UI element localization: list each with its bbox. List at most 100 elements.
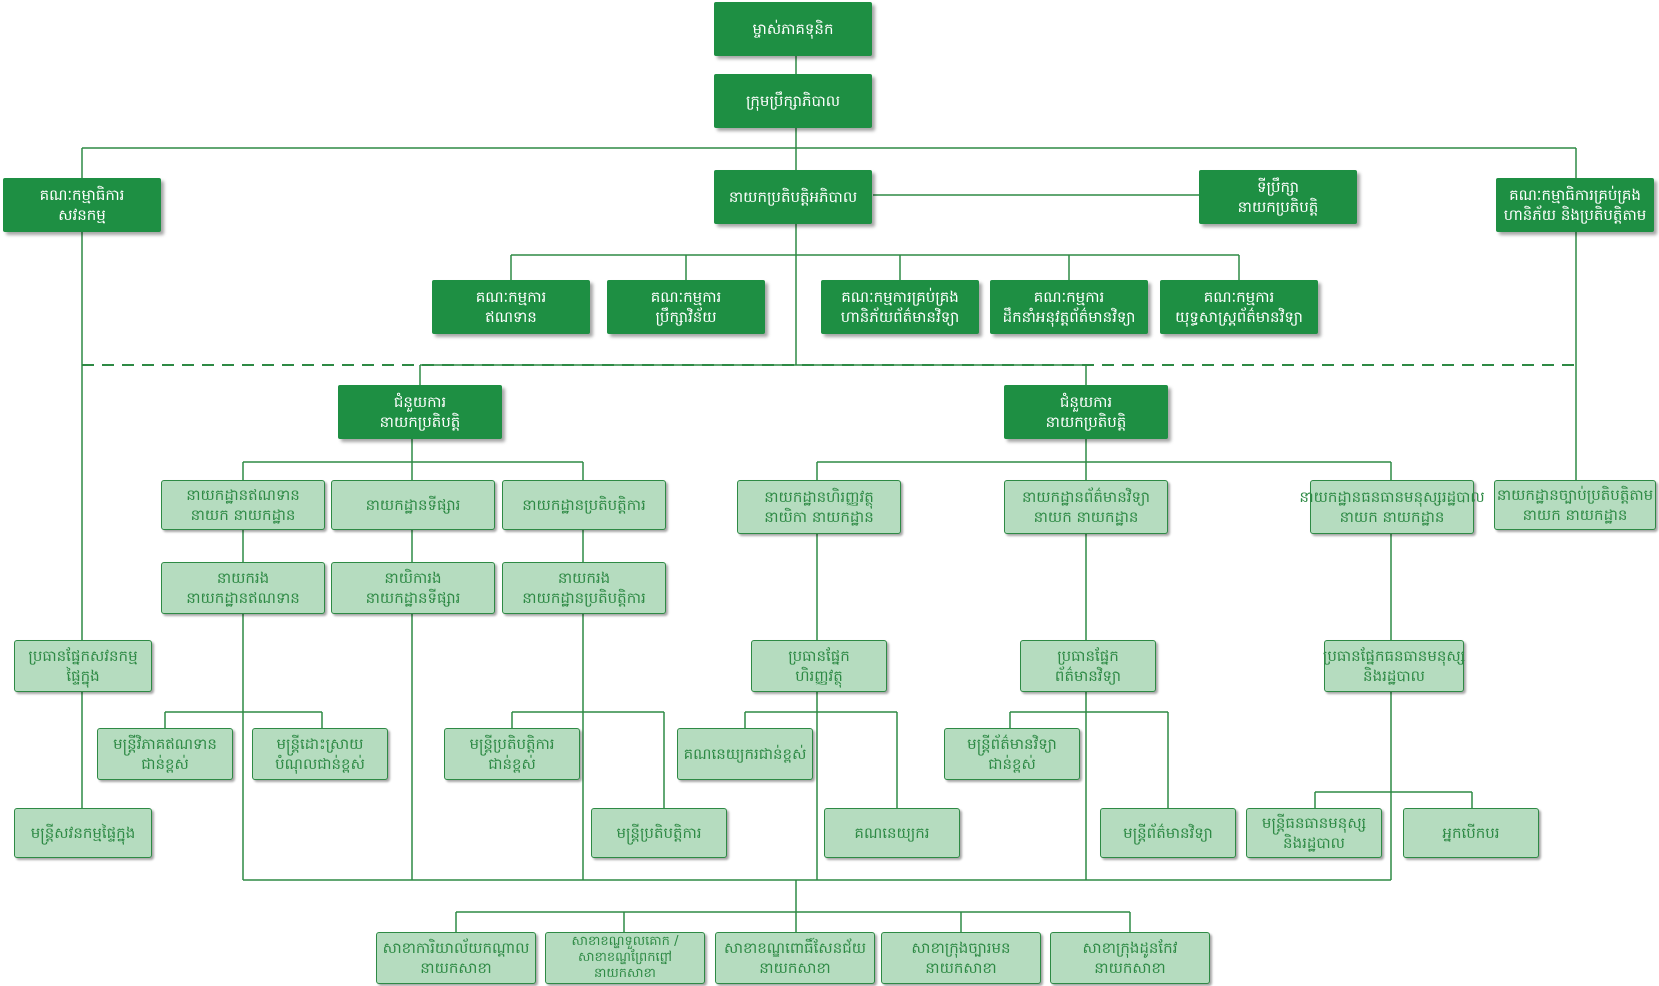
node-label-line: បំណុលជាន់ខ្ពស់ — [275, 755, 365, 773]
node-market-deputy: នាយិការងនាយកដ្ឋានទីផ្សារ — [331, 562, 495, 614]
node-market-dept: នាយកដ្ឋានទីផ្សារ — [331, 480, 495, 530]
node-label-line: ផ្ទៃក្នុង — [66, 667, 100, 685]
node-branch-4: សាខាក្រុងច្បារមននាយកសាខា — [881, 932, 1041, 984]
node-senior-it-officer: មន្ត្រីព័ត៌មានវិទ្យាជាន់ខ្ពស់ — [944, 728, 1080, 780]
node-credit-dept: នាយកដ្ឋានឥណទាននាយក នាយកដ្ឋាន — [161, 480, 325, 530]
node-label-line: ឥណទាន — [485, 308, 537, 326]
node-ops-officer: មន្ត្រីប្រតិបត្តិការ — [591, 808, 727, 858]
node-label-line: គណៈកម្មការ — [475, 288, 547, 306]
node-label-line: នាយកប្រតិបត្តិ — [1237, 198, 1319, 216]
node-branch-head-office: សាខាការិយាល័យកណ្តាលនាយកសាខា — [376, 932, 536, 984]
node-internal-audit-officer: មន្ត្រីសវនកម្មផ្ទៃក្នុង — [14, 808, 152, 858]
node-label-line: ម្ចាស់ភាគទុនិក — [752, 20, 834, 38]
node-label-line: នាយក នាយកដ្ឋាន — [1339, 508, 1445, 526]
node-label-line: នាយកដ្ឋានឥណទាន — [186, 486, 300, 504]
node-label-line: យុទ្ធសាស្ត្រព័ត៌មានវិទ្យា — [1175, 308, 1303, 326]
node-label-line: ហានិភ័យព័ត៌មានវិទ្យា — [840, 308, 960, 326]
node-advisory-committee: គណៈកម្មការប្រឹក្សាវិន័យ — [607, 280, 765, 334]
node-label-line: មន្ត្រីសវនកម្មផ្ទៃក្នុង — [30, 824, 136, 842]
node-board: ក្រុមប្រឹក្សាភិបាល — [714, 74, 872, 128]
node-label-line: គណនេយ្យករជាន់ខ្ពស់ — [683, 745, 807, 763]
node-operations-dept: នាយកដ្ឋានប្រតិបត្តិការ — [502, 480, 666, 530]
node-label-line: គណៈកម្មការ — [650, 288, 722, 306]
node-risk-committee: គណៈកម្មាធិការគ្រប់គ្រងហានិភ័យ និងប្រតិបត… — [1496, 178, 1654, 232]
node-driver: អ្នកបើកបរ — [1403, 808, 1539, 858]
node-debt-recovery: មន្ត្រីដោះស្រាយបំណុលជាន់ខ្ពស់ — [252, 728, 388, 780]
node-branch-2: សាខាខណ្ឌទួលគោក /សាខាខណ្ឌព្រែកព្នៅនាយកសាខ… — [545, 932, 705, 984]
node-label-line: ហិរញ្ញវត្ថុ — [795, 667, 843, 685]
node-label-line: និងរដ្ឋបាល — [1363, 667, 1425, 685]
node-label-line: នាយកដ្ឋានប្រតិបត្តិការ — [522, 496, 646, 514]
node-label-line: ទីប្រឹក្សា — [1256, 178, 1300, 196]
node-compliance-dept: នាយកដ្ឋានច្បាប់ប្រតិបត្តិតាមនាយក នាយកដ្ឋ… — [1494, 480, 1656, 530]
node-label-line: នាយកដ្ឋានច្បាប់ប្រតិបត្តិតាម — [1496, 486, 1654, 504]
node-label-line: នាយកដ្ឋានឥណទាន — [186, 589, 300, 607]
node-hr-officer: មន្ត្រីធនធានមនុស្សនិងរដ្ឋបាល — [1246, 808, 1382, 858]
node-label-line: សាខាក្រុងច្បារមន — [911, 939, 1011, 957]
node-label-line: នាយិកា នាយកដ្ឋាន — [764, 508, 874, 526]
node-label-line: នាយក នាយកដ្ឋាន — [1522, 506, 1628, 524]
node-label-line: សវនកម្ម — [58, 206, 106, 224]
node-label-line: នាយកដ្ឋានប្រតិបត្តិការ — [522, 589, 646, 607]
node-label-line: នាយកដ្ឋានទីផ្សារ — [365, 589, 461, 607]
node-branch-3: សាខាខណ្ឌពោធិ៍សែនជ័យនាយកសាខា — [715, 932, 875, 984]
node-label-line: គណៈកម្មការ — [1033, 288, 1105, 306]
node-it-strategy-committee: គណៈកម្មការយុទ្ធសាស្ត្រព័ត៌មានវិទ្យា — [1160, 280, 1318, 334]
node-it-steering-committee: គណៈកម្មការដឹកនាំអនុវត្តព័ត៌មានវិទ្យា — [990, 280, 1148, 334]
node-deputy-ceo-2: ជំនួយការនាយកប្រតិបត្តិ — [1004, 385, 1168, 439]
node-label-line: នាយិការង — [384, 569, 442, 587]
node-internal-audit-head: ប្រធានផ្នែកសវនកម្មផ្ទៃក្នុង — [14, 640, 152, 692]
node-hr-head: ប្រធានផ្នែកធនធានមនុស្សនិងរដ្ឋបាល — [1323, 640, 1465, 692]
node-credit-analyst: មន្ត្រីវិភាគឥណទានជាន់ខ្ពស់ — [97, 728, 233, 780]
node-ceo: នាយកប្រតិបត្តិអភិបាល — [714, 170, 872, 224]
node-label-line: ជំនួយការ — [393, 393, 447, 411]
node-label-line: គណៈកម្មការ — [1203, 288, 1275, 306]
node-label-line: នាយករង — [557, 569, 611, 587]
node-label-line: នាយកដ្ឋានទីផ្សារ — [365, 496, 461, 514]
node-label-line: ប្រធានផ្នែក — [1057, 647, 1119, 665]
node-finance-head: ប្រធានផ្នែកហិរញ្ញវត្ថុ — [751, 640, 887, 692]
node-label-line: នាយកប្រតិបត្តិ — [1045, 413, 1127, 431]
node-senior-ops-officer: មន្ត្រីប្រតិបត្តិការជាន់ខ្ពស់ — [444, 728, 580, 780]
node-audit-committee: គណៈកម្មាធិការសវនកម្ម — [3, 178, 161, 232]
node-label-line: នាយក នាយកដ្ឋាន — [1033, 508, 1139, 526]
node-it-officer: មន្ត្រីព័ត៌មានវិទ្យា — [1100, 808, 1236, 858]
node-label-line: មន្ត្រីដោះស្រាយ — [276, 735, 364, 753]
node-label-line: គណនេយ្យករ — [854, 824, 930, 842]
node-label-line: ប្រធានផ្នែកសវនកម្ម — [28, 647, 138, 665]
node-label-line: នាយកដ្ឋានធនធានមនុស្សរដ្ឋបាល — [1299, 488, 1485, 506]
node-operations-deputy: នាយករងនាយកដ្ឋានប្រតិបត្តិការ — [502, 562, 666, 614]
node-label-line: សាខាខណ្ឌពោធិ៍សែនជ័យ — [723, 939, 867, 957]
node-label-line: សាខាក្រុងដូនកែវ — [1082, 939, 1178, 957]
node-accountant: គណនេយ្យករ — [824, 808, 960, 858]
node-label-line: ក្រុមប្រឹក្សាភិបាល — [745, 92, 841, 110]
node-label-line: មន្ត្រីប្រតិបត្តិការ — [616, 824, 702, 842]
node-label-line: នាយកប្រតិបត្តិ — [379, 413, 461, 431]
node-label-line: មន្ត្រីធនធានមនុស្ស — [1261, 814, 1367, 832]
node-label-line: គណៈកម្មការគ្រប់គ្រង — [841, 288, 959, 306]
node-label-line: នាយកដ្ឋានព័ត៌មានវិទ្យា — [1021, 488, 1151, 506]
node-label-line: នាយក នាយកដ្ឋាន — [190, 506, 296, 524]
node-label-line: ព័ត៌មានវិទ្យា — [1054, 667, 1122, 685]
node-label-line: សាខាខណ្ឌទួលគោក / — [571, 934, 679, 949]
node-label-line: សាខាការិយាល័យកណ្តាល — [382, 939, 530, 957]
node-label-line: នាយកដ្ឋានហិរញ្ញវត្ថុ — [764, 488, 874, 506]
node-label-line: នាយកសាខា — [1094, 959, 1166, 977]
node-label-line: មន្ត្រីប្រតិបត្តិការ — [469, 735, 555, 753]
node-label-line: អ្នកបើកបរ — [1442, 824, 1500, 842]
node-shareholders: ម្ចាស់ភាគទុនិក — [714, 2, 872, 56]
node-label-line: មន្ត្រីព័ត៌មានវិទ្យា — [1123, 824, 1213, 842]
node-label-line: ជាន់ខ្ពស់ — [488, 755, 536, 773]
node-label-line: ហានិភ័យ និងប្រតិបត្តិតាម — [1503, 206, 1647, 224]
node-label-line: ដឹកនាំអនុវត្តព័ត៌មានវិទ្យា — [1002, 308, 1136, 326]
node-label-line: នាយកសាខា — [759, 959, 831, 977]
node-it-dept: នាយកដ្ឋានព័ត៌មានវិទ្យានាយក នាយកដ្ឋាន — [1004, 480, 1168, 534]
node-label-line: ជាន់ខ្ពស់ — [988, 755, 1036, 773]
node-ceo-advisor: ទីប្រឹក្សានាយកប្រតិបត្តិ — [1199, 170, 1357, 224]
node-credit-committee: គណៈកម្មការឥណទាន — [432, 280, 590, 334]
node-label-line: ជំនួយការ — [1059, 393, 1113, 411]
node-credit-deputy: នាយករងនាយកដ្ឋានឥណទាន — [161, 562, 325, 614]
node-label-line: គណៈកម្មាធិការគ្រប់គ្រង — [1509, 186, 1641, 204]
node-label-line: នាយកប្រតិបត្តិអភិបាល — [728, 188, 858, 206]
